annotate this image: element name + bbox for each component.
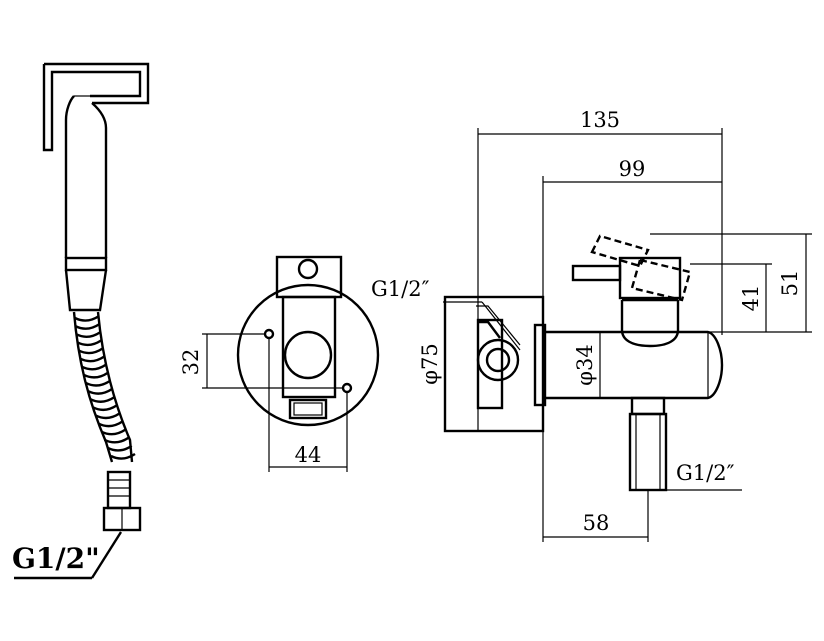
dim-44-label: 44 (295, 443, 322, 467)
hose-thread-callout: G1/2" (12, 531, 123, 580)
hose-rib (85, 379, 111, 387)
hand-sprayer (42, 62, 150, 312)
hose-rib (95, 412, 121, 420)
hose-rib (100, 428, 127, 436)
dimension-58: 58 (542, 431, 649, 542)
hose-rib (78, 347, 104, 355)
dimension-51: 51 (650, 233, 812, 333)
wall-inlet-thread-callout: G1/2″ (371, 277, 521, 351)
flexible-hose (72, 311, 142, 532)
hose-rib (75, 331, 101, 338)
hose-rib (76, 339, 102, 347)
hose-rib (97, 420, 124, 428)
dimension-phi34: φ34 (573, 332, 601, 398)
dim-41-label: 41 (739, 285, 763, 312)
dim-phi75-label: φ75 (418, 343, 442, 384)
dim-99-label: 99 (619, 157, 646, 181)
hose-rib (79, 355, 105, 363)
dimension-99: 99 (542, 157, 722, 300)
dim-32-label: 32 (179, 349, 203, 376)
hose-rib (103, 436, 130, 444)
valve-side-view (443, 234, 724, 492)
hose-rib (74, 314, 100, 322)
hose-thread-label: G1/2" (12, 542, 100, 575)
hose-rib (87, 388, 113, 395)
dim-58-label: 58 (583, 511, 610, 535)
dimension-135: 135 (477, 108, 723, 335)
dim-51-label: 51 (778, 270, 802, 297)
wall-inlet-thread-label: G1/2″ (371, 277, 430, 301)
hose-rib (83, 371, 109, 379)
dim-phi34-label: φ34 (573, 344, 597, 385)
hose-rib (74, 323, 101, 330)
dimension-41: 41 (690, 263, 772, 332)
hose-rib (92, 404, 118, 412)
wall-plate-front-view (236, 255, 380, 427)
bottom-outlet-thread-label: G1/2″ (676, 461, 735, 485)
dimension-44: 44 (268, 338, 348, 472)
bottom-outlet-thread-callout: G1/2″ (630, 461, 742, 491)
hose-rib (110, 452, 136, 460)
dim-135-label: 135 (580, 108, 620, 132)
hose-rib (107, 444, 133, 452)
hose-rib (81, 363, 107, 371)
hose-rib (89, 396, 116, 403)
dimension-phi75: φ75 (418, 297, 446, 431)
dimension-32: 32 (179, 333, 343, 389)
